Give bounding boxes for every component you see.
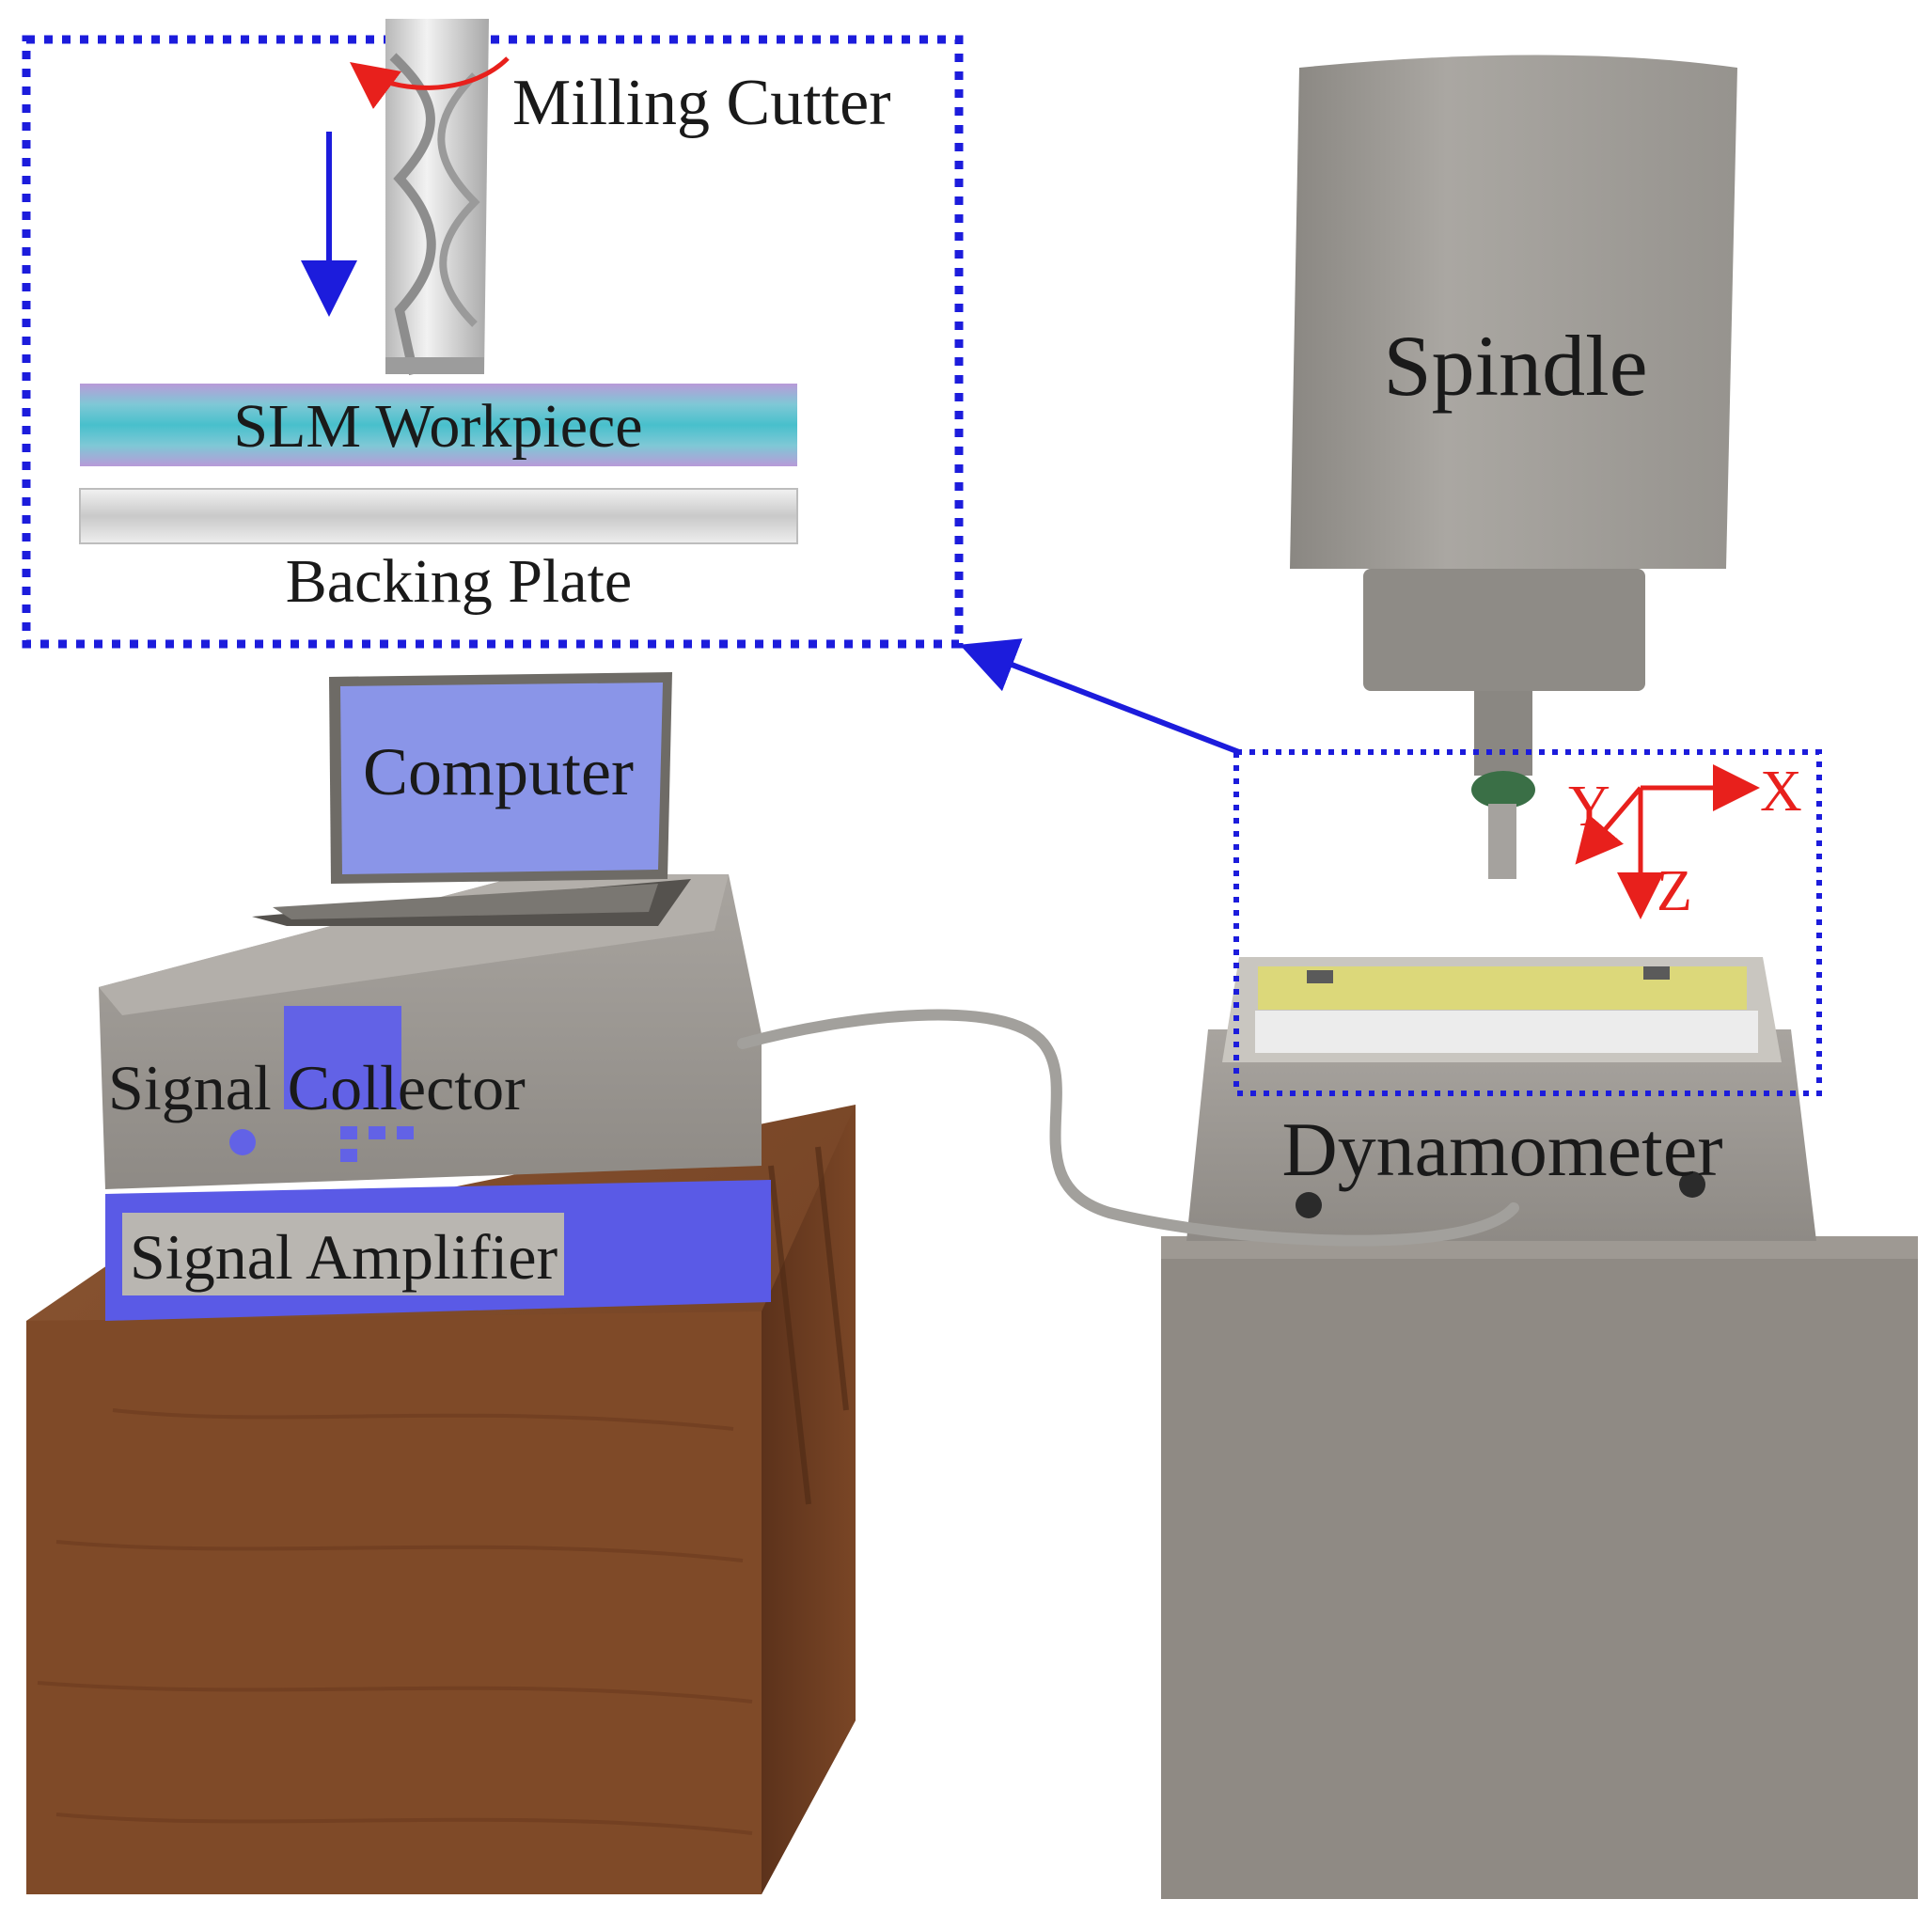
milling-cutter	[385, 19, 489, 376]
signal-collector-label: Signal Collector	[108, 1052, 526, 1123]
rotation-arrow	[349, 56, 510, 109]
spindle: Spindle	[1290, 55, 1737, 879]
slm-workpiece-label: SLM Workpiece	[233, 392, 642, 461]
spindle-label: Spindle	[1383, 318, 1647, 414]
x-axis-label: X	[1760, 760, 1802, 824]
callout-border	[22, 35, 964, 649]
computer-label: Computer	[363, 734, 634, 809]
y-axis-label: Y	[1568, 775, 1610, 839]
signal-cable	[737, 1009, 1519, 1247]
coordinate-axes: X Y Z	[1568, 760, 1802, 923]
backing-plate-label: Backing Plate	[286, 547, 632, 616]
y-axis-arrow	[1575, 786, 1642, 865]
backing-plate	[79, 488, 798, 544]
z-axis-label: Z	[1657, 859, 1692, 923]
computer: Computer	[252, 672, 691, 926]
callout-pointer-arrow	[959, 638, 1241, 755]
workpiece-selection-box	[1233, 749, 1822, 1096]
dynamometer-label: Dynamometer	[1281, 1107, 1722, 1192]
signal-amplifier-label: Signal Amplifier	[130, 1221, 558, 1293]
signal-amplifier: Signal Amplifier	[105, 1180, 771, 1321]
slm-workpiece	[80, 384, 797, 466]
milling-cutter-label: Milling Cutter	[512, 67, 891, 139]
dynamometer: Dynamometer	[1186, 957, 1816, 1241]
callout-inset: Milling Cutter SLM Workpiece Backing Pla…	[22, 19, 964, 649]
machine-base	[1161, 1236, 1918, 1899]
